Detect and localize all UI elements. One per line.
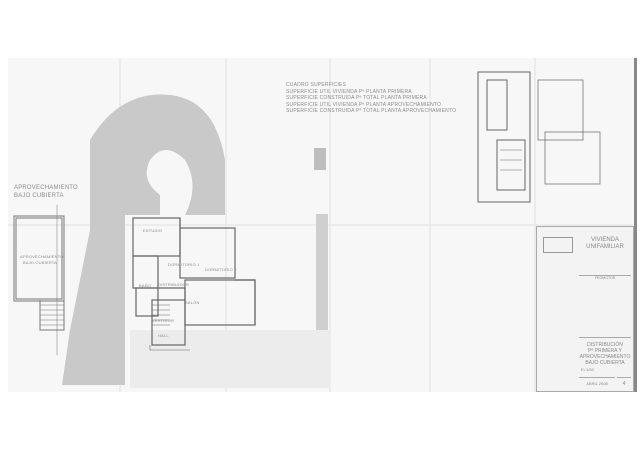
surface-table-title: Cuadro superficies	[286, 82, 346, 88]
scan-shadow	[62, 94, 225, 385]
logo-stamp	[543, 237, 573, 253]
left-plan-title: Aprovechamiento bajo cubierta	[14, 185, 78, 199]
surface-row: Superficie util vivienda Pª planta aprov…	[286, 102, 442, 108]
center-plan	[132, 217, 256, 351]
surface-row: Superficie util vivienda Pª Planta prime…	[286, 89, 412, 95]
owner: Promotor	[579, 275, 631, 280]
room-label: Distribuidor	[158, 282, 190, 287]
room-label: Dormitorio 2	[205, 267, 237, 272]
room-label: Salón	[185, 300, 200, 305]
room-label: Baño	[139, 283, 152, 288]
room-label: Vestidor	[152, 318, 175, 323]
title-block: Vivienda unifamiliar Promotor Distribuci…	[536, 226, 634, 392]
left-plan	[13, 205, 65, 355]
room-label: Aprovechamiento bajo cubierta	[20, 254, 64, 265]
scale: E=1/50	[581, 367, 594, 372]
room-label: Hall	[158, 333, 169, 338]
room-label: Estudio	[143, 228, 163, 233]
date: Abril 2008	[579, 377, 615, 386]
sheet-number: 4	[617, 377, 631, 387]
project-title: Vivienda unifamiliar	[586, 237, 624, 250]
surface-row: Superficie construida Pª total planta pr…	[286, 95, 427, 101]
ground-floor-plans	[477, 71, 601, 203]
drawing-title: Distribución Pª primera y aprovechamient…	[579, 337, 631, 366]
room-label: Dormitorio 1	[168, 262, 200, 267]
surface-row: Superficie construida Pª total planta ap…	[286, 108, 457, 114]
